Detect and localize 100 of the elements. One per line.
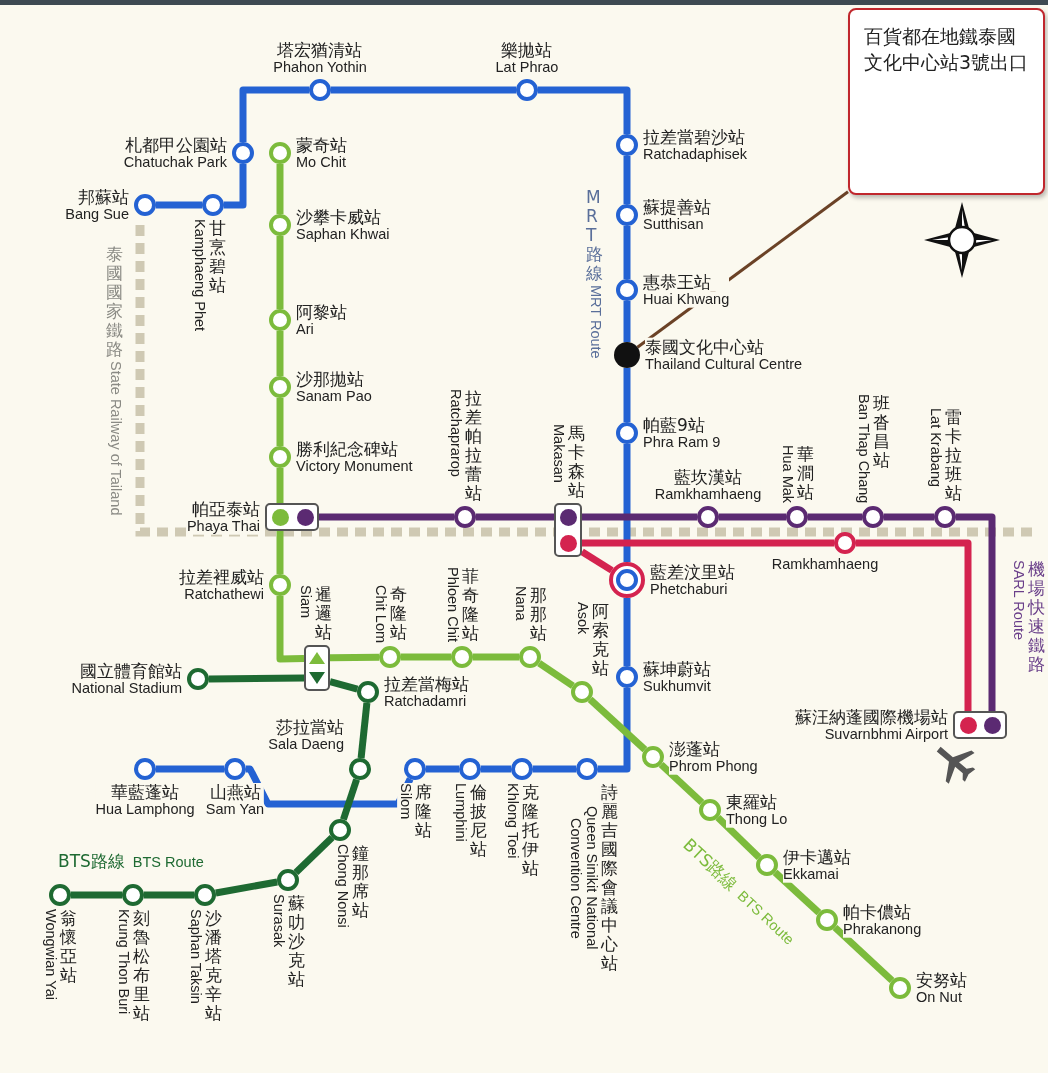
station-name: 安努站: [916, 970, 967, 990]
route-line: [144, 891, 194, 899]
route-line: [276, 398, 284, 446]
route-line: [481, 765, 511, 773]
station-name: Bang Sue: [65, 206, 129, 223]
route-line: [276, 596, 305, 663]
route-line: [276, 236, 284, 309]
station-name: Ban Thap Chang: [855, 393, 872, 503]
station-name: 拉差帕拉蕾站: [465, 388, 483, 503]
route-line: [580, 548, 614, 574]
route-line: [956, 513, 996, 711]
route-line: [856, 539, 972, 711]
route-line: [598, 688, 631, 773]
station-name: 班沓昌站: [873, 393, 891, 470]
station-name: Silom: [397, 783, 414, 820]
station-name: 刻魯松布里站: [133, 909, 151, 1024]
route-label: MRT路線: [586, 188, 604, 284]
route-line: [623, 368, 631, 422]
route-line: [319, 513, 454, 521]
route-line: [719, 513, 786, 521]
route-label: BTS Route: [132, 855, 204, 871]
route-line: [623, 226, 631, 279]
station-name: 札都甲公園站: [123, 135, 227, 155]
station-name: 蘇叻沙克站: [288, 894, 306, 990]
route-line: [587, 696, 648, 753]
station-name: Ramkhamhaeng: [654, 487, 762, 503]
station-name: 鐘那席站: [352, 844, 370, 921]
route-line: [808, 513, 862, 521]
route-line: [473, 653, 519, 661]
station-name: 沙潘塔克辛站: [205, 909, 223, 1024]
route-line: [538, 86, 631, 134]
route-line: [357, 702, 371, 759]
station-name: Wongwian Yai: [42, 909, 59, 1001]
route-line: [623, 598, 631, 666]
route-line: [537, 660, 575, 689]
station-name: Huai Khwang: [643, 291, 730, 308]
route-line: [476, 513, 554, 521]
station-name: Chong Nonsi: [334, 844, 351, 928]
route-line: [772, 869, 822, 916]
note-text: 百貨都在地鐵泰國文化中心站3號出口: [864, 24, 1029, 75]
station-name: 詩麗吉國際會議中心站: [601, 783, 619, 974]
route-line: [340, 778, 360, 821]
station-name: 華澗站: [797, 444, 815, 503]
route-label: 機場快速鐵路: [1028, 560, 1046, 675]
route-line: [329, 653, 380, 662]
station-name: 拉差當碧沙站: [643, 127, 747, 147]
route-line: [215, 878, 278, 897]
route-line: [426, 765, 459, 773]
station-name: Ramkhamhaeng: [771, 557, 879, 573]
route-line: [276, 331, 284, 376]
station-name: 拉差裡威站: [179, 567, 264, 587]
route-line: [623, 156, 631, 204]
station-name: Lat Krabang: [927, 407, 944, 487]
route-label: 泰國國家鐵路: [106, 245, 124, 360]
route-line: [658, 761, 705, 806]
route-line: [401, 653, 451, 661]
station-name: 甘烹碧站: [209, 219, 227, 296]
route-label: SARL Route: [1010, 560, 1027, 641]
route-line: [582, 513, 697, 521]
route-line: [329, 678, 359, 693]
route-line: [582, 539, 834, 547]
route-line: [208, 674, 305, 683]
route-line: [239, 86, 309, 142]
station-name: 奇隆站: [390, 584, 408, 643]
route-line: [331, 86, 516, 94]
route-line: [832, 924, 895, 984]
route-line: [71, 891, 122, 899]
station-name: Krung Thon Buri: [115, 909, 132, 1015]
station-name: 蘇坤蔚站: [643, 659, 711, 679]
station-name: 菲奇隆站: [462, 566, 480, 643]
route-line: [293, 835, 335, 875]
route-label: State Railway of Tailand: [106, 361, 123, 516]
route-line: [623, 444, 631, 562]
station-name: 惠恭王站: [643, 272, 730, 292]
station-name: 倫披尼站: [470, 783, 488, 860]
station-name: Saphan Khwai: [296, 226, 390, 243]
station-name: Khlong Toei: [504, 783, 521, 859]
station-name: 馬卡森站: [568, 423, 586, 500]
route-line: [276, 164, 284, 214]
station-name: 伊卡邁站: [783, 847, 851, 867]
route-line: [156, 201, 202, 209]
route-line: [623, 301, 631, 342]
station-name: 阿索克站: [592, 601, 610, 678]
station-name: Thong Lo: [726, 811, 788, 828]
route-label: BTS路線: [58, 852, 125, 871]
route-line: [246, 765, 414, 808]
route-label: MRT Route: [586, 285, 603, 359]
station-name: 席隆站: [415, 783, 433, 841]
station-name: Victory Monument: [296, 458, 413, 475]
station-name: Lumphini: [452, 783, 469, 842]
station-name: 拉差當梅站: [384, 674, 469, 694]
station-name: Sala Daeng: [268, 737, 344, 753]
station-name: 蘇提善站: [643, 197, 711, 217]
route-line: [224, 164, 247, 209]
station-name: 翁懷亞站: [60, 909, 78, 986]
route-line: [156, 765, 224, 773]
route-line: [276, 531, 284, 574]
station-name: Saphan Taksin: [187, 909, 204, 1004]
station-name: 那那站: [530, 585, 548, 643]
station-name: 暹邏站: [315, 584, 333, 642]
